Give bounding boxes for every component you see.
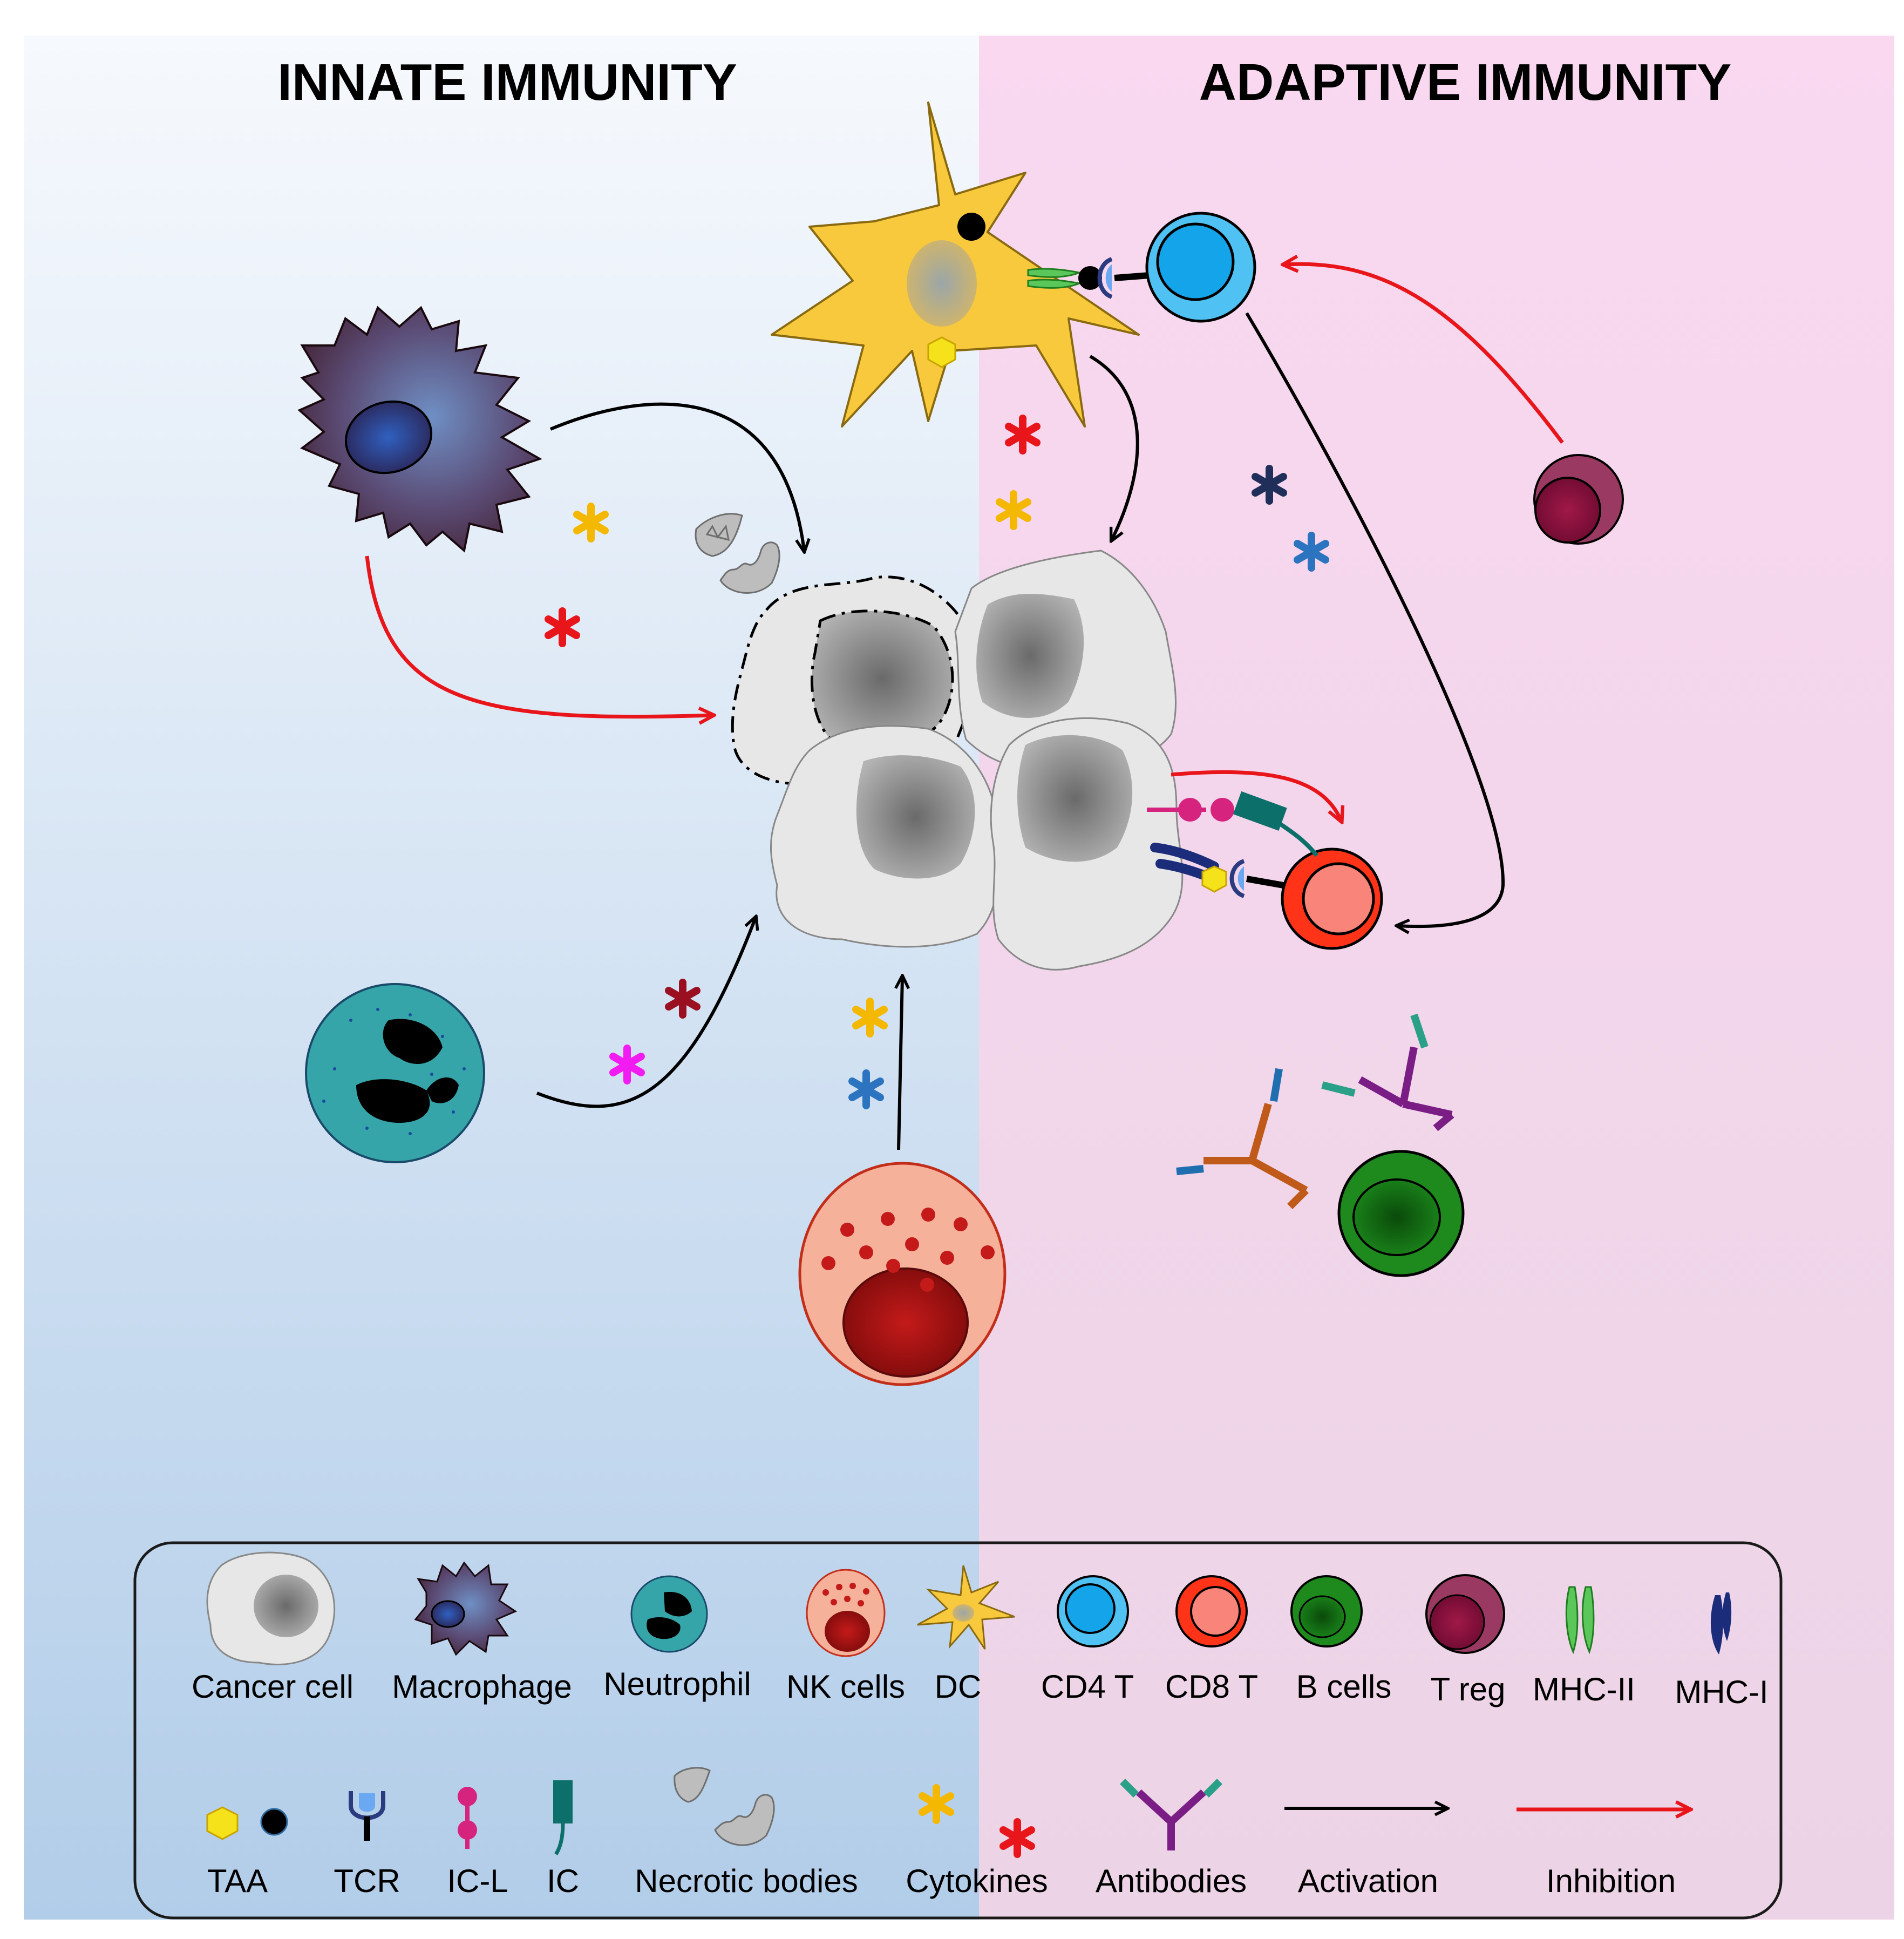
macrophage [297,306,542,553]
legend-mhc-ii-icon [1565,1586,1595,1655]
inhibition-arrows [365,264,1564,821]
legend-label: IC [547,1863,579,1899]
legend-label: MHC-I [1675,1674,1768,1710]
legend-label: Neutrophil [603,1666,751,1702]
legend-dc-icon [917,1565,1015,1650]
legend-label: CD8 T [1165,1669,1258,1705]
legend-cd4-t-icon [1057,1575,1129,1648]
cd4-t-cell [1145,212,1256,323]
neutrophil [305,983,485,1163]
antibody-orange [1176,1068,1309,1209]
legend-taa-icon [206,1806,288,1840]
cancer-cell [990,717,1184,971]
legend-label: B cells [1296,1669,1392,1705]
legend-necrotic-bodies-icon [674,1767,775,1846]
adaptive-header: ADAPTIVE IMMUNITY [1199,53,1732,111]
legend-label: Macrophage [392,1669,572,1705]
innate-header: INNATE IMMUNITY [277,53,737,111]
legend-label: MHC-II [1533,1671,1635,1707]
legend-mhc-i-icon [1710,1592,1732,1655]
t-reg-cell [1533,454,1624,545]
immune-checkpoint-contact [1147,791,1319,857]
legend-label: T reg [1431,1671,1506,1707]
legend-antibodies-icon [1120,1779,1222,1850]
legend-cd8-t-icon [1175,1575,1248,1648]
legend-label: Inhibition [1546,1863,1676,1899]
legend-label: IC-L [447,1863,508,1899]
legend-label: TAA [207,1863,268,1899]
b-cell [1337,1150,1465,1277]
legend-label: Necrotic bodies [635,1863,858,1899]
legend-label: Cancer cell [192,1669,353,1705]
legend-label: Activation [1298,1863,1438,1899]
legend-label: DC [935,1669,982,1705]
cd8-t-cell [1281,848,1383,950]
legend-label: NK cells [786,1669,905,1705]
legend-nk-cell-icon [806,1569,886,1657]
legend-label: Antibodies [1096,1863,1247,1899]
cancer-cell [954,550,1177,772]
cancer-cell [770,725,1000,948]
legend-ic-icon [553,1780,573,1855]
legend-box [133,1541,1783,1920]
necrotic-bodies [695,513,780,594]
legend-label: CD4 T [1041,1669,1134,1705]
dendritic-cell [771,101,1150,428]
legend-macrophage-icon [414,1561,518,1656]
tcr-mhc1-contact [1150,843,1284,898]
legend-cancer-cell-icon [206,1551,336,1665]
antibody-purple [1321,1013,1454,1131]
legend-neutrophil-icon [630,1575,708,1653]
legend-label: TCR [334,1863,400,1899]
legend-tcr-icon [349,1791,385,1841]
nk-cell [798,1162,1007,1386]
legend: Cancer cell Macrophage Neutrophil NK cel… [133,1541,1783,1920]
legend-t-reg-icon [1425,1574,1505,1654]
legend-b-cell-icon [1290,1575,1363,1648]
legend-label: Cytokines [906,1863,1048,1899]
legend-ic-l-icon [458,1787,477,1849]
activation-arrows [536,312,1505,1150]
